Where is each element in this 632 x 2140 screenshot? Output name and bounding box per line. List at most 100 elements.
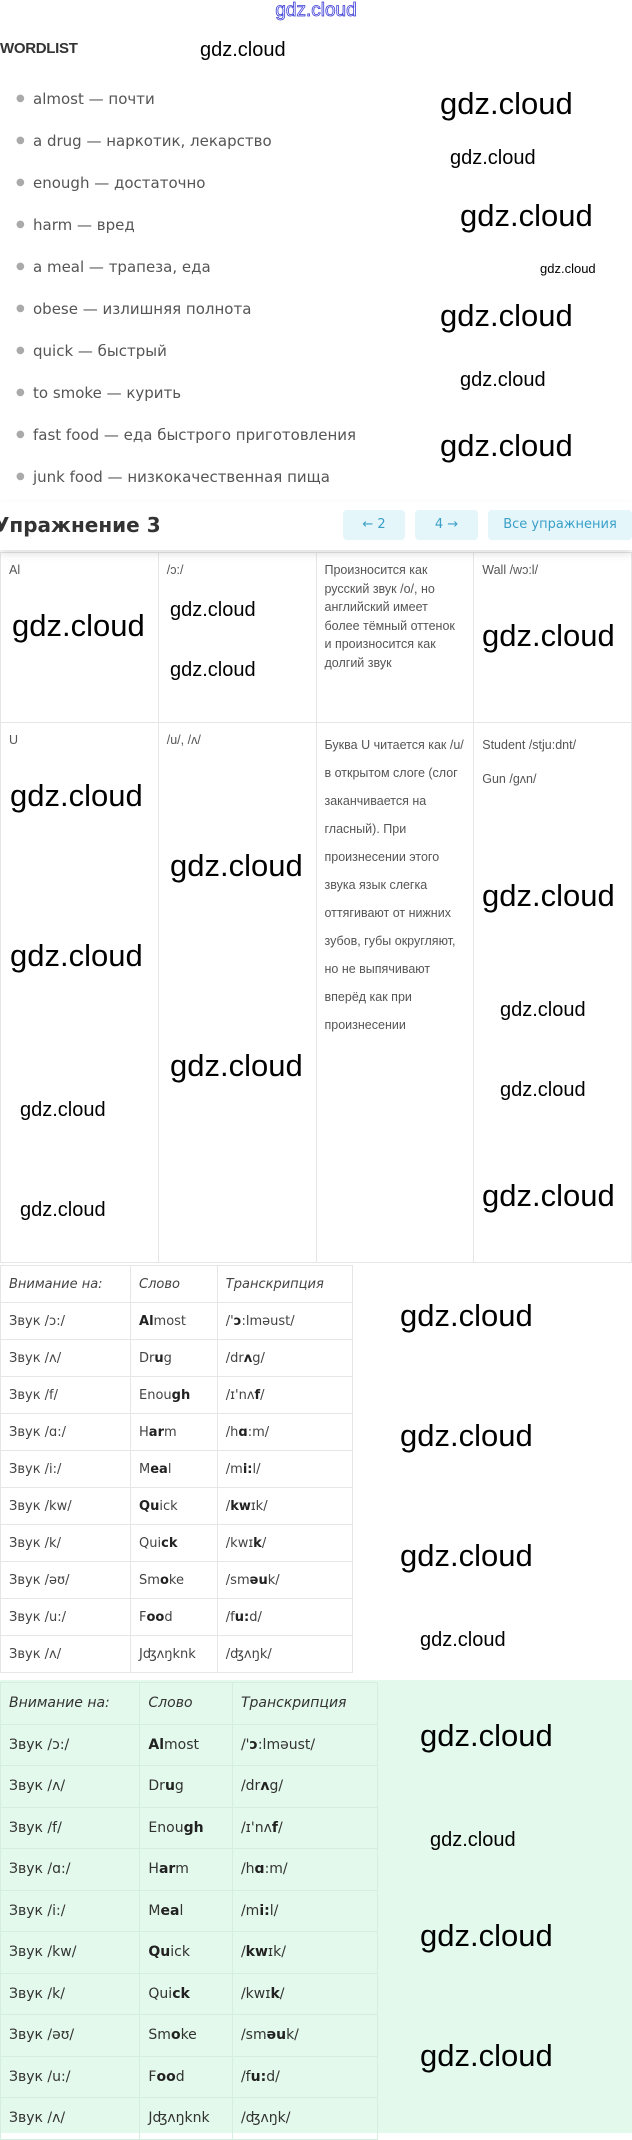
word-part: Qui <box>139 1535 162 1551</box>
transcription-cell: /kwɪk/ <box>231 1972 379 2015</box>
word-entry: harm — вред <box>33 216 135 234</box>
watermark-text: gdz.cloud <box>420 2038 553 2073</box>
transcription-cell: /ʤʌŋk/ <box>231 2097 379 2140</box>
word-cell: Almost <box>139 1723 233 1766</box>
word-part: d <box>164 1609 173 1625</box>
transcription-highlight: f <box>254 1387 261 1403</box>
watermark-text: gdz.cloud <box>482 878 615 913</box>
transcription-part: k/ <box>267 1572 280 1588</box>
word-part: Sm <box>148 2027 171 2044</box>
transcription-part: /sm <box>240 2027 267 2044</box>
transcription-cell: /hɑ:m/ <box>231 1848 379 1891</box>
transcription-part: /f <box>240 2068 251 2085</box>
watermark-text: gdz.cloud <box>170 659 256 681</box>
bullet-icon: ● <box>16 261 25 272</box>
transcription-part: /f <box>225 1609 235 1625</box>
word-highlight: Qu <box>139 1498 160 1514</box>
exercise-nav-bar: Упражнение 3 ← 2 4 → Все упражнения <box>0 502 632 550</box>
sound-cell: Звук /ʌ/ <box>0 1765 141 1808</box>
word-highlight: Qu <box>148 1944 171 1961</box>
transcription-highlight: ʌ <box>243 1350 253 1366</box>
word-cell: Quick <box>139 1972 233 2015</box>
word-highlight: oo <box>146 1609 165 1625</box>
word-cell: Enough <box>130 1376 218 1414</box>
list-item: ●harm — вред <box>0 204 356 246</box>
watermark-text: gdz.cloud <box>500 999 586 1021</box>
transcription-part: /' <box>225 1313 234 1329</box>
transcription-part: /ɪ'nʌ <box>225 1387 255 1403</box>
word-cell: Food <box>130 1598 218 1636</box>
word-entry: quick — быстрый <box>33 342 167 360</box>
watermark-text: gdz.cloud <box>10 938 143 973</box>
word-part: m <box>175 1861 189 1878</box>
watermark-text: gdz.cloud <box>450 147 536 169</box>
watermark-text: gdz.cloud <box>170 1048 303 1083</box>
watermark-text: gdz.cloud <box>20 1199 106 1221</box>
transcription-highlight: k <box>270 1985 280 2002</box>
word-cell: Meal <box>139 1889 233 1932</box>
description-cell: Произносится как русский звук /о/, но ан… <box>315 552 475 723</box>
watermark-text: gdz.cloud <box>10 778 143 813</box>
sound-cell: Звук /k/ <box>0 1524 132 1562</box>
table-row: Звук /kw/ Quick /kwɪk/ <box>0 1931 379 1974</box>
transcription-part: k/ <box>286 2027 299 2044</box>
column-header: Транскрипция <box>216 1265 354 1303</box>
transcription-cell: /mi:l/ <box>216 1450 354 1488</box>
watermark-text: gdz.cloud <box>400 1298 533 1333</box>
transcription-highlight: əu <box>249 1572 268 1588</box>
word-highlight: o <box>159 1572 169 1588</box>
transcription-highlight: i: <box>242 1461 253 1477</box>
transcription-highlight: ʌ <box>260 1778 270 1795</box>
table-row: Звук /ʌ/ Drug /drʌg/ <box>0 1339 354 1377</box>
word-cell: Enough <box>139 1806 233 1849</box>
transcription-highlight: ɑ <box>238 1424 248 1440</box>
letters-table: Al /ɔ:/ Произносится как русский звук /о… <box>0 552 632 1263</box>
word-part: l <box>179 1902 184 1919</box>
watermark-text: gdz.cloud <box>170 599 256 621</box>
bullet-icon: ● <box>16 471 25 482</box>
transcription-highlight: f <box>271 1819 278 1836</box>
transcription-part: / <box>260 1387 265 1403</box>
watermark-text: gdz.cloud <box>400 1538 533 1573</box>
next-exercise-button[interactable]: 4 → <box>415 510 478 540</box>
transcription-cell: /'ɔ:lməust/ <box>231 1723 379 1766</box>
transcription-cell: /drʌg/ <box>216 1339 354 1377</box>
transcription-part: / <box>240 1944 246 1961</box>
list-item: ●obese — излишняя полнота <box>0 288 356 330</box>
table-row: Звук /ɔ:/ Almost /'ɔ:lməust/ <box>0 1723 379 1766</box>
transcription-part: /sm <box>225 1572 250 1588</box>
word-highlight: u <box>164 1778 175 1795</box>
transcription-part: / <box>261 1535 267 1551</box>
transcription-cell: /ʤʌŋk/ <box>216 1635 354 1673</box>
word-cell: Harm <box>130 1413 218 1451</box>
word-highlight: u <box>154 1350 164 1366</box>
prev-exercise-button[interactable]: ← 2 <box>343 510 405 540</box>
word-cell: Drug <box>139 1765 233 1808</box>
word-cell: Food <box>139 2055 233 2098</box>
table-row: Звук /əʊ/ Smoke /sməuk/ <box>0 2014 379 2057</box>
transcription-part: /' <box>240 1736 250 1753</box>
transcription-part: :lməust/ <box>241 1313 295 1329</box>
sound-cell: Звук /k/ <box>0 1972 141 2015</box>
list-item: ●enough — достаточно <box>0 162 356 204</box>
transcription-highlight: ɔ <box>233 1313 242 1329</box>
watermark-text: gdz.cloud <box>460 369 546 391</box>
table-row: Звук /əʊ/ Smoke /sməuk/ <box>0 1561 354 1599</box>
transcription-cell: /fu:d/ <box>216 1598 354 1636</box>
watermark-text: gdz.cloud <box>200 39 286 61</box>
table-row: Звук /ɔ:/ Almost /'ɔ:lməust/ <box>0 1302 354 1340</box>
word-cell: Harm <box>139 1848 233 1891</box>
transcription-part: l/ <box>269 1902 279 1919</box>
bullet-icon: ● <box>16 387 25 398</box>
sound-cell: Звук /ɔ:/ <box>0 1723 141 1766</box>
all-exercises-button[interactable]: Все упражнения <box>488 510 632 540</box>
table-row: U /u/, /ʌ/ Буква U читается как /u/ в от… <box>0 722 632 1263</box>
word-part: M <box>139 1461 151 1477</box>
bullet-icon: ● <box>16 429 25 440</box>
table-row: Звук /k/ Quick /kwɪk/ <box>0 1524 354 1562</box>
sound-cell: Звук /ɔ:/ <box>0 1302 132 1340</box>
word-part: l <box>167 1461 172 1477</box>
